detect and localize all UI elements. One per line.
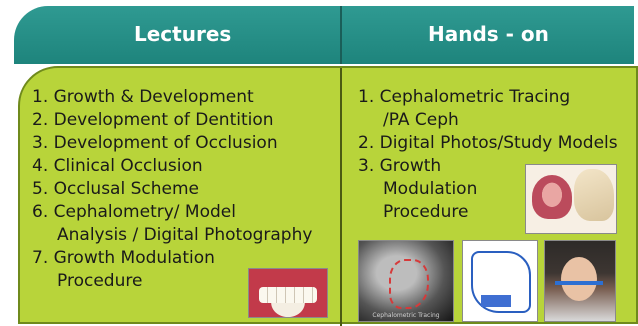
teeth-photo <box>248 268 328 318</box>
appliance-base <box>481 295 511 307</box>
content-divider <box>340 68 342 326</box>
lecture-item: 2. Development of Dentition <box>32 110 274 130</box>
appliance-illustration <box>462 240 538 322</box>
hands-on-item: 1. Cephalometric Tracing <box>358 87 571 107</box>
teeth-row <box>259 287 317 303</box>
lecture-item: Procedure <box>57 271 143 291</box>
hands-on-item: Modulation <box>383 179 478 199</box>
patient-face <box>561 257 597 301</box>
lecture-item: Analysis / Digital Photography <box>57 225 313 245</box>
lectures-title: Lectures <box>134 22 232 46</box>
lecture-item: 4. Clinical Occlusion <box>32 156 203 176</box>
xray-tracing <box>389 259 429 309</box>
cephalometric-xray: Cephalometric Tracing <box>358 240 454 322</box>
patient-headgear-photo <box>544 240 616 322</box>
xray-caption: Cephalometric Tracing <box>372 312 440 319</box>
hands-on-item: 2. Digital Photos/Study Models <box>358 133 618 153</box>
jaw-diagram <box>532 175 572 219</box>
hands-on-title: Hands - on <box>428 22 549 46</box>
header-divider <box>340 6 342 64</box>
lectures-list: 1. Growth & Development 2. Development o… <box>32 86 312 293</box>
lecture-item: 5. Occlusal Scheme <box>32 179 199 199</box>
lecture-item: 1. Growth & Development <box>32 87 254 107</box>
headgear-strap <box>555 281 603 285</box>
hands-on-item: Procedure <box>383 202 469 222</box>
hands-on-item: /PA Ceph <box>383 110 459 130</box>
skull-diagram <box>574 169 614 221</box>
lecture-item: 6. Cephalometry/ Model <box>32 202 236 222</box>
lecture-item: 7. Growth Modulation <box>32 248 215 268</box>
header-bar: Lectures Hands - on <box>14 6 634 64</box>
dentition-diagram <box>525 164 617 234</box>
lecture-item: 3. Development of Occlusion <box>32 133 278 153</box>
appliance-outline <box>471 251 531 313</box>
hands-on-list: 1. Cephalometric Tracing /PA Ceph 2. Dig… <box>358 86 618 224</box>
hands-on-item: 3. Growth <box>358 156 442 176</box>
